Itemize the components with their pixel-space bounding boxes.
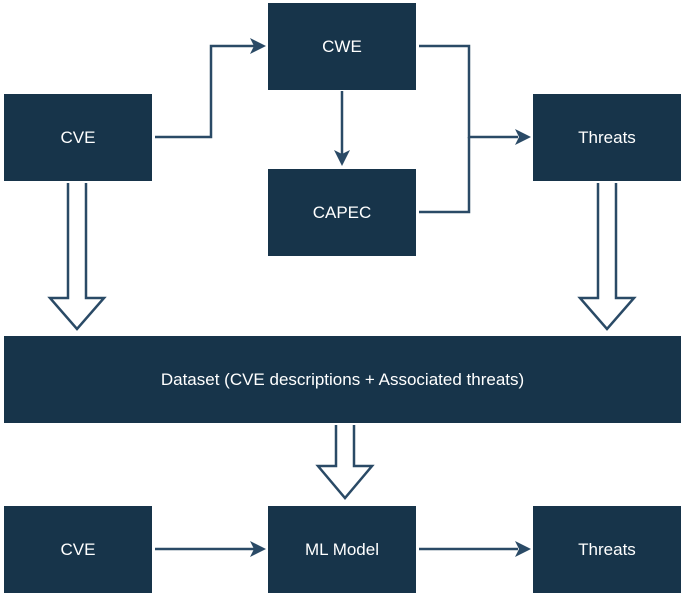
arrowhead-threats-top bbox=[515, 129, 531, 145]
node-cwe: CWE bbox=[268, 3, 416, 90]
edge-cwe-to-threats bbox=[419, 44, 518, 139]
node-threats-bottom: Threats bbox=[533, 506, 681, 593]
edge-cve-to-cwe bbox=[155, 44, 255, 139]
arrowhead-capec bbox=[334, 150, 350, 166]
node-cve-top-label: CVE bbox=[60, 127, 96, 147]
node-threats-bottom-label: Threats bbox=[578, 539, 636, 559]
block-arrow-cve-to-dataset bbox=[47, 183, 107, 331]
arrowhead-threats-bottom bbox=[515, 541, 531, 557]
node-dataset-label: Dataset (CVE descriptions + Associated t… bbox=[160, 369, 525, 389]
edge-capec-to-threats bbox=[419, 137, 471, 214]
arrowhead-cwe bbox=[250, 38, 266, 54]
block-arrow-threats-to-dataset bbox=[577, 183, 637, 331]
node-dataset: Dataset (CVE descriptions + Associated t… bbox=[4, 336, 681, 423]
node-capec-label: CAPEC bbox=[312, 202, 372, 222]
block-arrow-dataset-to-ml-model bbox=[315, 425, 375, 500]
node-cwe-label: CWE bbox=[322, 36, 362, 56]
node-ml-model-label: ML Model bbox=[304, 539, 379, 559]
node-ml-model: ML Model bbox=[268, 506, 416, 593]
node-cve-top: CVE bbox=[4, 94, 152, 181]
node-capec: CAPEC bbox=[268, 169, 416, 256]
node-threats-top: Threats bbox=[533, 94, 681, 181]
node-cve-bottom: CVE bbox=[4, 506, 152, 593]
node-threats-top-label: Threats bbox=[578, 127, 636, 147]
arrowhead-ml-model bbox=[250, 541, 266, 557]
node-cve-bottom-label: CVE bbox=[60, 539, 96, 559]
